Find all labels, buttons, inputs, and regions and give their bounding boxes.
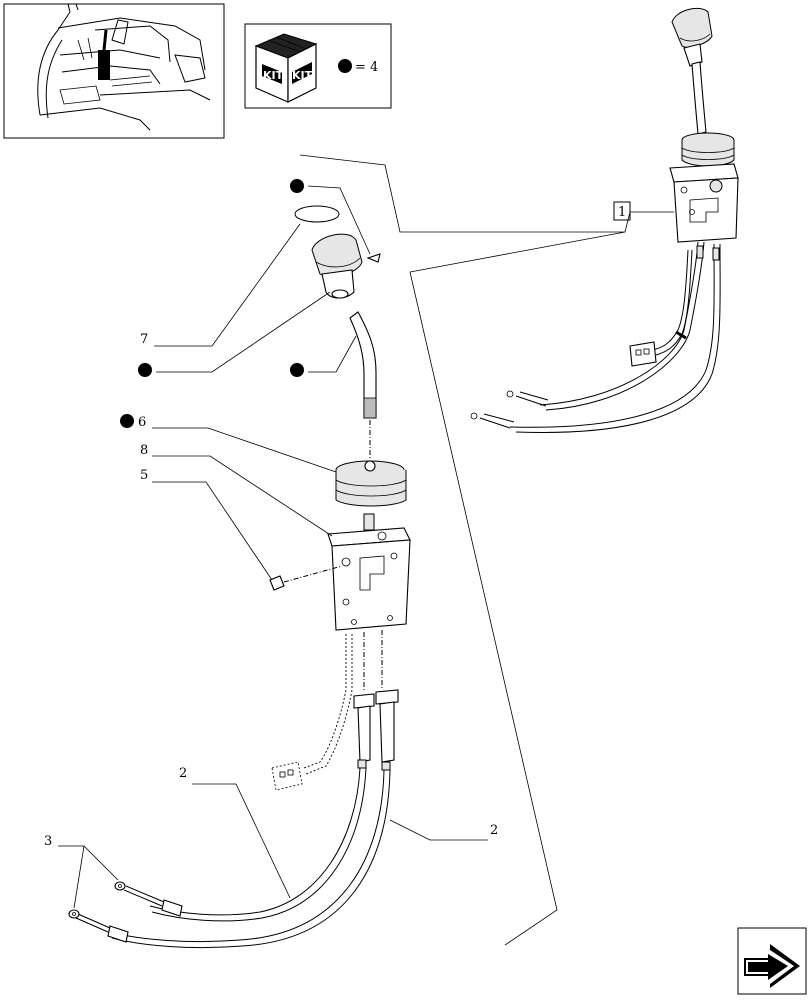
boot-part (335, 460, 407, 507)
kit-bullet-icon (290, 363, 304, 377)
callout-item-1: 1 (613, 201, 674, 221)
callout-item-8: 8 (140, 443, 148, 458)
cables-part (75, 759, 391, 949)
kit-bullet-icon (338, 59, 352, 73)
kit-bullet-icon (138, 363, 152, 377)
connector-part (271, 761, 303, 791)
svg-text:1: 1 (618, 205, 626, 220)
lever-rod-part (349, 311, 377, 419)
o-ring-part (294, 205, 340, 223)
next-page-arrow-icon (744, 944, 800, 988)
next-page-arrow-button[interactable] (737, 927, 807, 995)
clip-part (366, 253, 381, 263)
callout-item-3: 3 (44, 834, 52, 849)
kit-legend-box: KIT KIT = 4 (244, 23, 392, 109)
callout-item-2-right: 2 (490, 823, 498, 838)
callout-item-2-left: 2 (179, 766, 187, 781)
callout-item-6: 6 (138, 415, 146, 430)
callout-item-5: 5 (140, 468, 148, 483)
body-block-part (327, 513, 411, 631)
knob-part (311, 233, 363, 299)
kit-label-left: KIT (263, 69, 284, 82)
view-guide-lines (299, 154, 631, 946)
nuts-part (68, 881, 126, 919)
locator-thumbnail (3, 3, 225, 139)
callout-leaders: 7 6 8 5 2 2 3 (44, 179, 498, 909)
exploded-view (68, 205, 411, 949)
cable-fittings-part (353, 689, 399, 763)
screw-part (269, 575, 285, 591)
tractor-cab-locator-icon (37, 3, 211, 131)
kit-bullet-icon (290, 179, 304, 193)
callout-item-7: 7 (140, 332, 148, 347)
kit-bullet-icon (120, 414, 134, 428)
kit-quantity: = 4 (355, 60, 378, 75)
assembled-control-lever-view (470, 7, 739, 433)
kit-label-right: KIT (292, 69, 313, 82)
kit-box-icon: KIT KIT (254, 33, 318, 103)
